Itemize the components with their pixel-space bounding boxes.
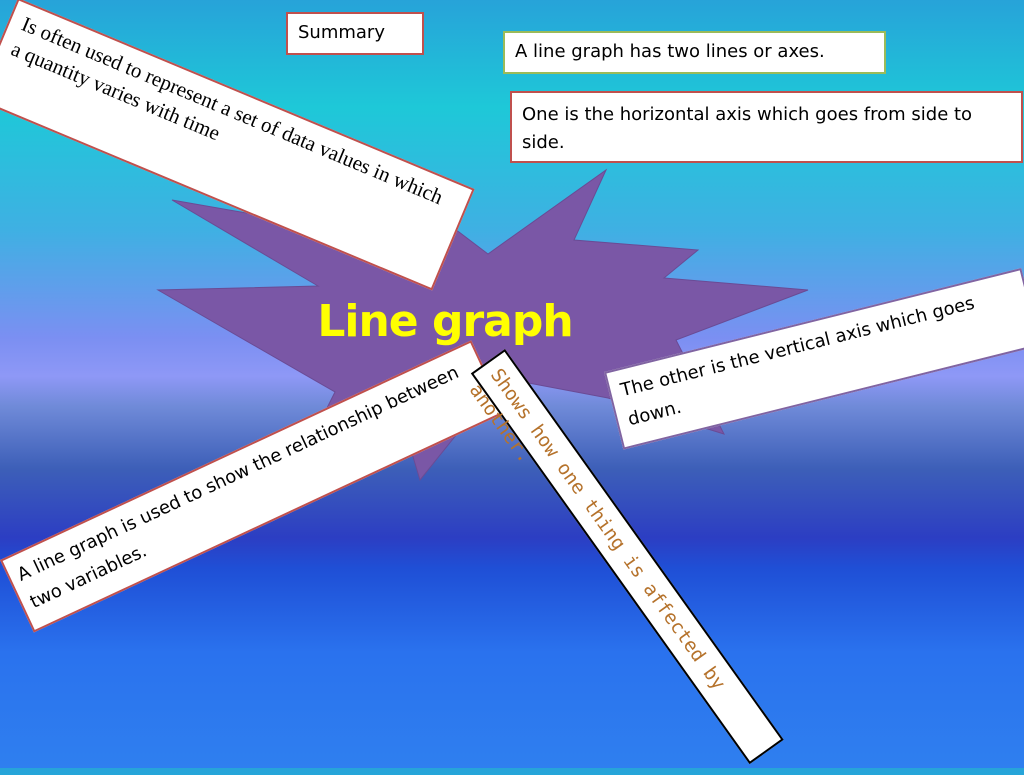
summary-box: Summary [286, 12, 424, 55]
two-lines-box: A line graph has two lines or axes. [503, 31, 886, 74]
horizontal-axis-box: One is the horizontal axis which goes fr… [510, 91, 1023, 163]
slide-title: Line graph [317, 296, 573, 347]
